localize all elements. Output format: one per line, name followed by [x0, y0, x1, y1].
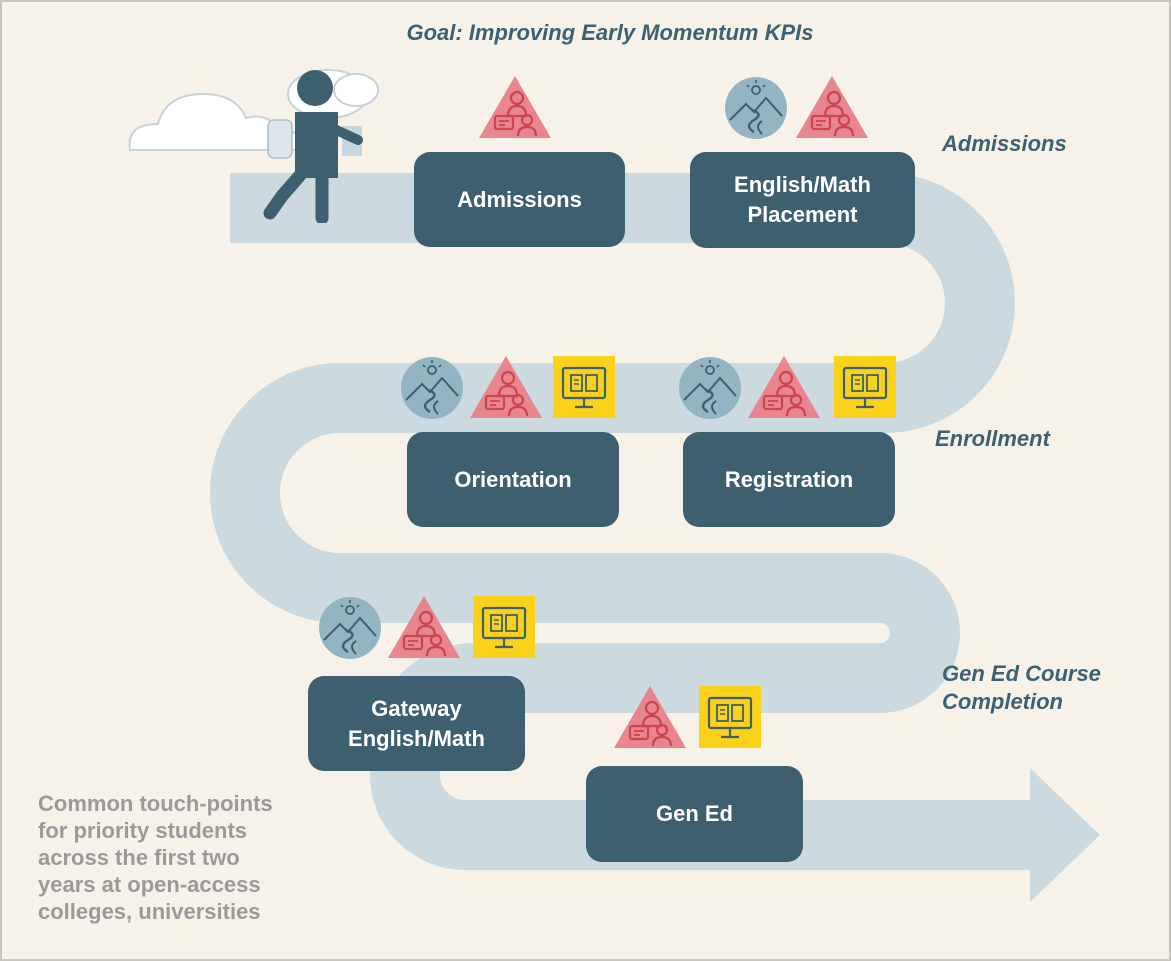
- advisor-triangle-icon: [477, 74, 553, 140]
- step-label: English/Math: [734, 172, 871, 197]
- mountain-path-icon: [724, 76, 788, 140]
- step-label: Placement: [747, 202, 858, 227]
- step-label: Orientation: [454, 466, 572, 492]
- step-registration: Registration: [683, 432, 895, 527]
- road-arrowhead: [1030, 768, 1100, 902]
- computer-book-icon: [834, 356, 896, 418]
- touchpoints-note: Common touch-points for priority student…: [38, 790, 358, 925]
- step-admissions: Admissions: [414, 152, 625, 247]
- note-line: for priority students: [38, 818, 248, 843]
- computer-book-icon: [473, 596, 535, 658]
- note-line: years at open-access: [38, 872, 261, 897]
- step-gateway-english-math: Gateway English/Math: [308, 676, 525, 771]
- note-line: across the first two: [38, 845, 240, 870]
- goal-title: Goal: Improving Early Momentum KPIs: [406, 20, 814, 45]
- step-english-math-placement: English/Math Placement: [690, 152, 915, 248]
- stage-label-enrollment: Enrollment: [935, 426, 1050, 451]
- step-label: Gateway: [371, 695, 462, 721]
- advisor-triangle-icon: [746, 354, 822, 420]
- mountain-path-icon: [318, 596, 382, 660]
- step-gen-ed: Gen Ed: [586, 766, 803, 862]
- advisor-triangle-icon: [386, 594, 462, 660]
- note-line: Common touch-points: [38, 791, 273, 816]
- advisor-triangle-icon: [468, 354, 544, 420]
- step-orientation: Orientation: [407, 432, 619, 527]
- step-label: Admissions: [457, 186, 582, 212]
- computer-book-icon: [699, 686, 761, 748]
- step-label: English/Math: [348, 725, 485, 751]
- stage-label-admissions: Admissions: [942, 131, 1067, 156]
- student-walker-icon: [263, 70, 363, 223]
- advisor-triangle-icon: [794, 74, 870, 140]
- step-label: Gen Ed: [655, 801, 733, 826]
- mountain-path-icon: [678, 356, 742, 420]
- stage-label-line: Completion: [942, 689, 1063, 714]
- advisor-triangle-icon: [612, 684, 688, 750]
- mountain-path-icon: [400, 356, 464, 420]
- computer-book-icon: [553, 356, 615, 418]
- step-label: Registration: [724, 466, 854, 492]
- stage-label-gen-ed-completion: Gen Ed Course Completion: [942, 660, 1101, 716]
- stage-label-line: Gen Ed Course: [942, 661, 1101, 686]
- note-line: colleges, universities: [38, 899, 261, 924]
